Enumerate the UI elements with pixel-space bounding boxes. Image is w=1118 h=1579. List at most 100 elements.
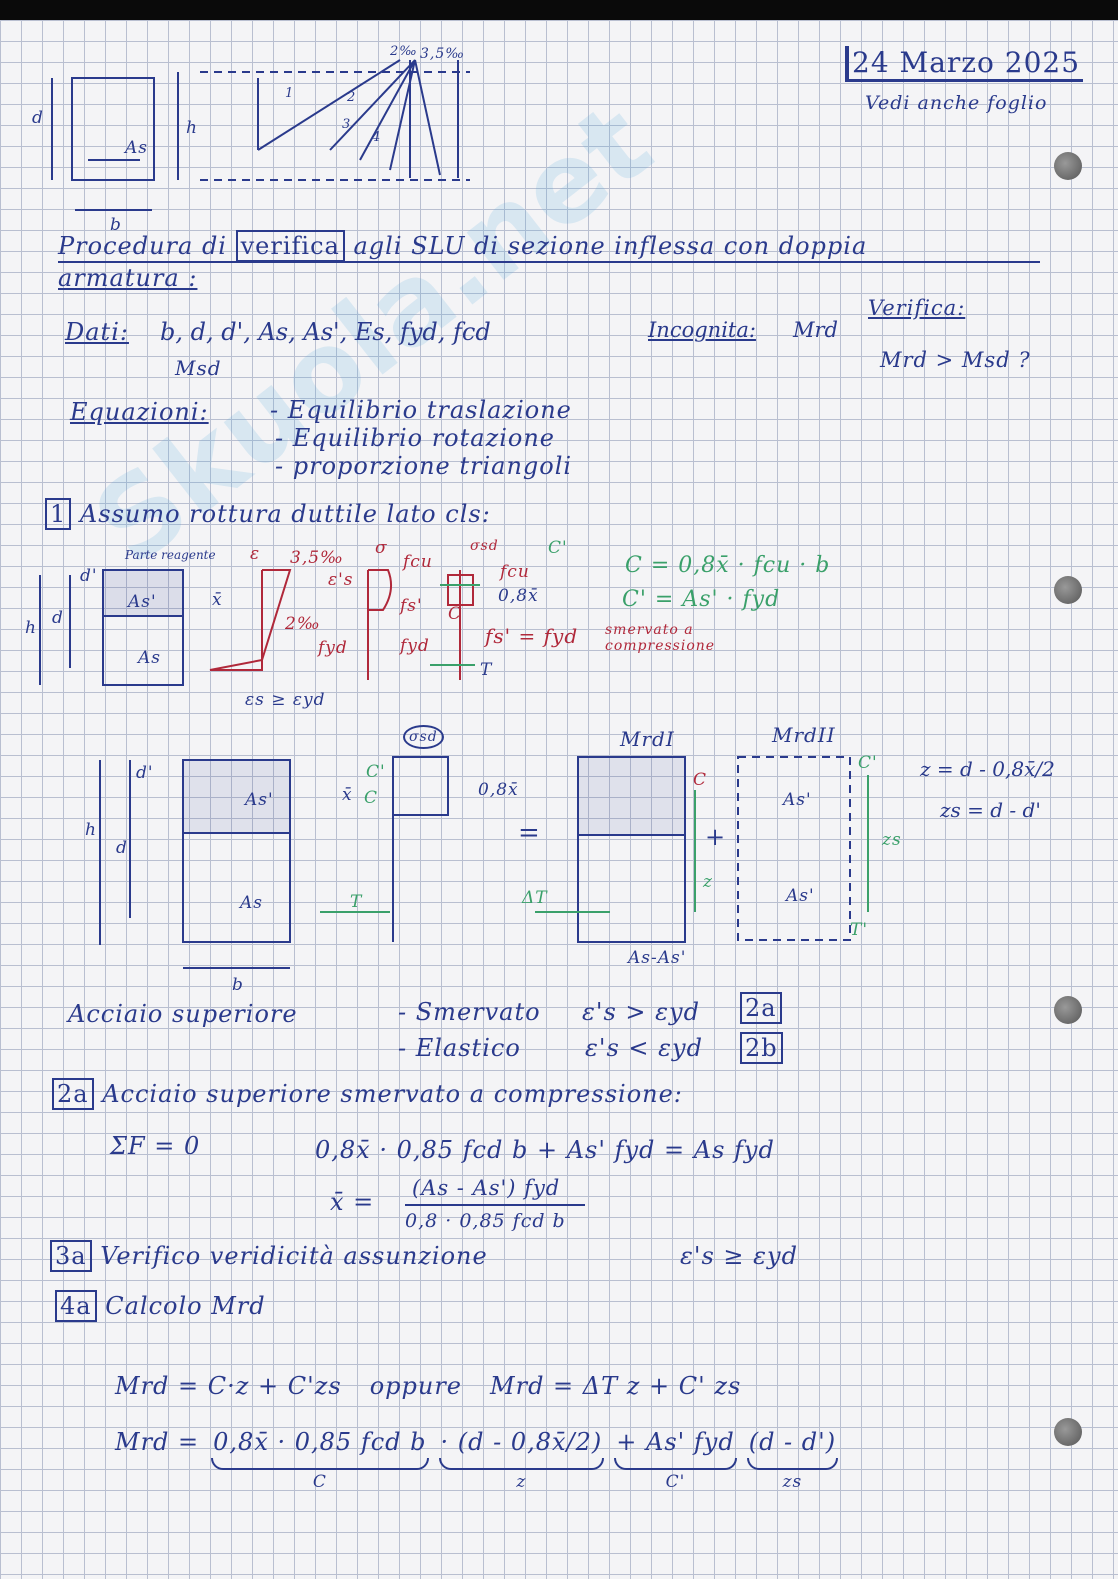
- region-1: 1: [285, 86, 295, 101]
- fig2-eps: ε: [250, 544, 261, 564]
- step-text: Calcolo Mrd: [105, 1292, 266, 1320]
- fig2-35permil: 3,5‰: [290, 548, 344, 568]
- fig3-plus: +: [705, 823, 727, 851]
- mrd-term-Cp: + As' fyd: [616, 1428, 735, 1456]
- equation-item: - Equilibrio rotazione: [275, 424, 555, 452]
- mrd-term-group-z: · (d - 0,8x̄/2) z: [438, 1428, 605, 1492]
- fig2-fyd: fyd: [318, 638, 348, 658]
- dati-row1: b, d, d', As, As', Es, fyd, fcd: [160, 318, 491, 346]
- fig2-d: d: [52, 608, 64, 628]
- fig3-As: As: [240, 893, 264, 913]
- fig3-zs: zs: [882, 830, 902, 850]
- acciaio-cond1: ε's > εyd: [582, 998, 700, 1026]
- fig2-x: x̄: [212, 590, 223, 610]
- mrd-term-group-Cp: + As' fyd C': [614, 1428, 737, 1492]
- step3a-cond: ε's ≥ εyd: [680, 1242, 798, 1270]
- fig3-Tp: T': [850, 920, 869, 940]
- fig3-dp: d': [136, 763, 154, 783]
- acciaio-cond2: ε's < εyd: [585, 1034, 703, 1062]
- fig3-x: x̄: [342, 785, 353, 805]
- step-text: Verifico veridicità assunzione: [100, 1242, 488, 1270]
- underbrace: [614, 1458, 737, 1470]
- fig2-eps-s-prime: ε's: [328, 570, 354, 590]
- sum-forces: ΣF = 0: [110, 1132, 201, 1160]
- mrd-term-C: 0,8x̄ · 0,85 fcd b: [213, 1428, 427, 1456]
- fig2-Cp: C': [548, 538, 568, 558]
- fig2-08x: 0,8x̄: [498, 586, 539, 606]
- mrd-eq1: Mrd = C·z + C'zs: [115, 1372, 342, 1400]
- tag-2a: 2a: [740, 992, 782, 1024]
- fig2-Asp: As': [128, 592, 157, 612]
- fig2-2permil: 2‰: [285, 614, 321, 634]
- fig1-2permil: 2‰: [390, 44, 418, 59]
- step-text: Assumo rottura duttile lato cls:: [79, 500, 491, 528]
- fig1-d: d: [32, 108, 44, 128]
- fig2-dp: d': [80, 566, 98, 586]
- binder-hole: [1054, 576, 1082, 604]
- brace-z: z: [516, 1472, 527, 1492]
- title-boxed-word: verifica: [235, 230, 345, 262]
- eq-Cp: C' = As' · fyd: [622, 587, 781, 612]
- tag-2b: 2b: [740, 1032, 783, 1064]
- mrd-term-group-C: 0,8x̄ · 0,85 fcd b C: [211, 1428, 429, 1492]
- mrd-eq1b: Mrd = ΔT z + C' zs: [490, 1372, 742, 1400]
- fig1-h: h: [186, 118, 198, 138]
- fig2-eps-s: εs ≥ εyd: [245, 690, 326, 710]
- incognita-label: Incognita:: [648, 318, 756, 342]
- acciaio-opt1: - Smervato: [398, 998, 541, 1026]
- title-line2: armatura :: [58, 264, 198, 292]
- note: Vedi anche foglio: [865, 92, 1048, 114]
- acciaio-opt2: - Elastico: [398, 1034, 521, 1062]
- fig3-C: C: [364, 788, 379, 808]
- fig2-C: C: [448, 604, 463, 624]
- verifica-value: Mrd > Msd ?: [880, 348, 1031, 372]
- fig3-As2: As': [786, 886, 815, 906]
- brace-Cp: C': [665, 1472, 686, 1492]
- fig2-sigma: σ: [375, 538, 388, 558]
- mrd-eq2-lhs: Mrd =: [115, 1428, 200, 1456]
- figure-section-2: [39, 569, 184, 686]
- fig3-Cp2: C': [858, 753, 878, 773]
- incognita-value: Mrd: [793, 318, 838, 342]
- mrd-term-zs: (d - d'): [748, 1428, 837, 1456]
- step2a: 2a Acciaio superiore smervato a compress…: [52, 1078, 683, 1110]
- step1: 1 Assumo rottura duttile lato cls:: [45, 498, 491, 530]
- fig2-h: h: [25, 618, 37, 638]
- top-border: [0, 0, 1118, 20]
- region-3: 3: [342, 117, 352, 132]
- fig2-T: T: [480, 660, 493, 680]
- brace-zs: zs: [782, 1472, 803, 1492]
- acciaio-label: Acciaio superiore: [68, 1000, 298, 1028]
- underbrace: [438, 1458, 605, 1470]
- verifica-label: Verifica:: [868, 296, 966, 320]
- fig3-equals: =: [518, 818, 541, 848]
- x-denominator: 0,8 · 0,85 fcd b: [405, 1210, 566, 1232]
- fig2-sigmasd: σsd: [470, 538, 499, 554]
- fig3-08x: 0,8x̄: [478, 780, 519, 800]
- step-number: 1: [45, 498, 72, 530]
- fig3-Asp: As': [245, 790, 274, 810]
- mrd-eq1-row: Mrd = C·z + C'zs oppure Mrd = ΔT z + C' …: [115, 1372, 741, 1400]
- mrd-oppure: oppure: [369, 1372, 463, 1400]
- eq-zs: zs = d - d': [940, 798, 1041, 822]
- fig3-h: h: [85, 820, 97, 840]
- step-text: Acciaio superiore smervato a compression…: [102, 1080, 683, 1108]
- grid-paper: [0, 20, 1118, 1579]
- fig3-deltaT: ΔT: [522, 888, 548, 908]
- strain-stress-diagrams: [209, 569, 474, 680]
- mrd-term-group-zs: (d - d') zs: [746, 1428, 839, 1492]
- fig2-fcu2: fcu: [500, 562, 530, 582]
- step3a: 3a Verifico veridicità assunzione: [50, 1240, 488, 1272]
- fig3-z: z: [703, 872, 713, 892]
- fig1-b: b: [110, 215, 122, 235]
- step-number: 3a: [50, 1240, 92, 1272]
- underbrace: [211, 1458, 429, 1470]
- fig3-Asp2: As': [783, 790, 812, 810]
- fig3-T: T: [350, 892, 363, 912]
- fig2-As: As: [138, 648, 162, 668]
- binder-hole: [1054, 1418, 1082, 1446]
- dati-row2: Msd: [175, 356, 222, 380]
- fig3-d: d: [116, 838, 128, 858]
- region-2: 2: [347, 90, 357, 105]
- fig2-smervato: smervato a compressione: [605, 622, 716, 654]
